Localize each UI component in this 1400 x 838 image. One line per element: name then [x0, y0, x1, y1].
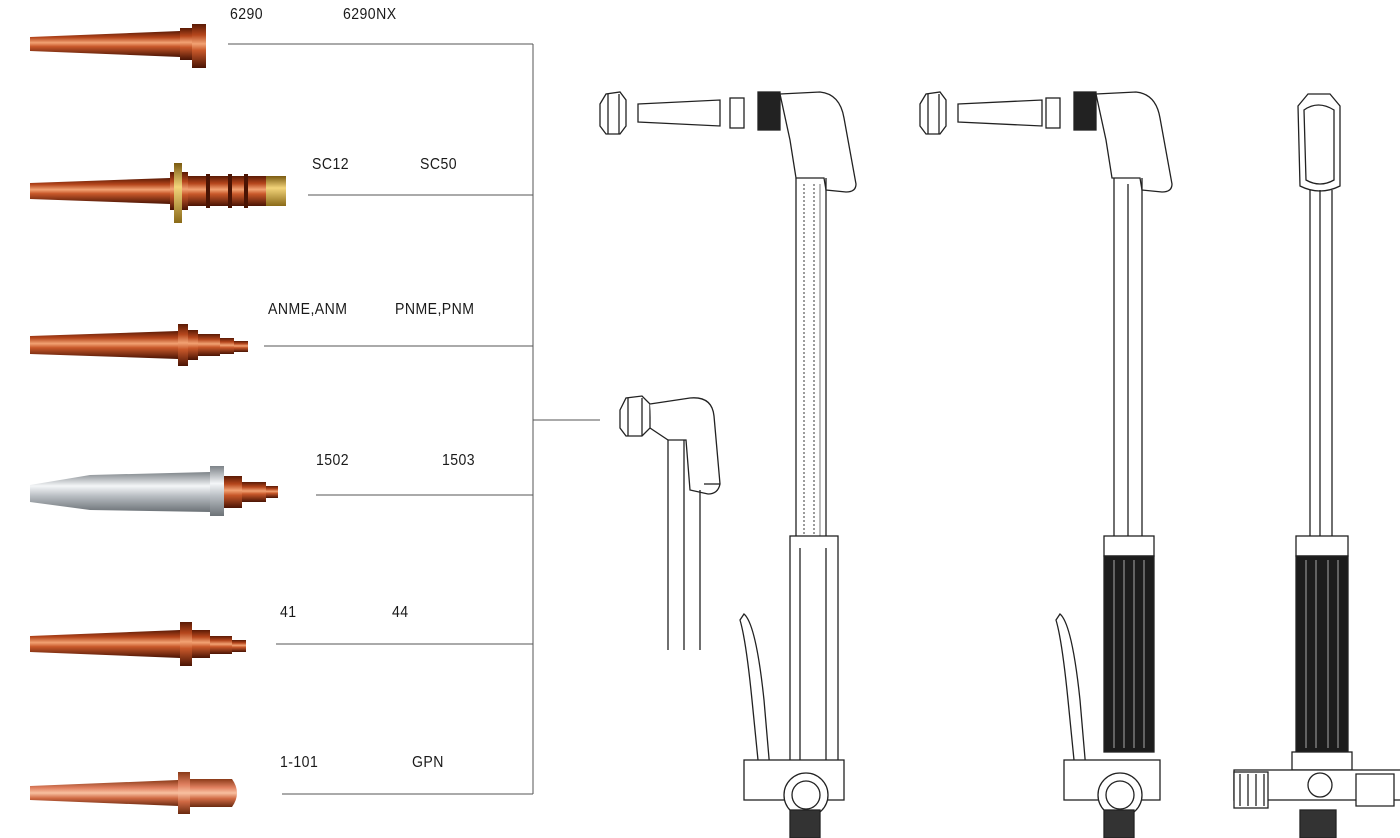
label-6290: 6290 [230, 6, 264, 23]
label-sc12: SC12 [312, 156, 349, 173]
cutting-torch-3 [1233, 93, 1400, 838]
nozzle-1502 [30, 466, 278, 516]
torch-head-detail [619, 395, 721, 650]
label-41: 41 [280, 604, 297, 621]
label-anme-anm: ANME,ANM [268, 301, 348, 318]
label-1-101: 1-101 [280, 754, 319, 771]
nozzle-1-101 [30, 772, 237, 814]
label-gpn: GPN [412, 754, 444, 771]
label-6290nx: 6290NX [343, 6, 397, 23]
nozzle-anme [30, 324, 248, 366]
label-44: 44 [392, 604, 409, 621]
nozzle-6290 [30, 24, 206, 68]
nozzle-41 [30, 622, 246, 666]
label-1503: 1503 [442, 452, 476, 469]
nozzle-sc12 [30, 163, 286, 223]
label-pnme-pnm: PNME,PNM [395, 301, 475, 318]
label-sc50: SC50 [420, 156, 457, 173]
cutting-torch-2 [919, 91, 1173, 838]
label-1502: 1502 [316, 452, 350, 469]
connector-lines [228, 43, 600, 795]
cutting-torch-1 [599, 91, 857, 838]
